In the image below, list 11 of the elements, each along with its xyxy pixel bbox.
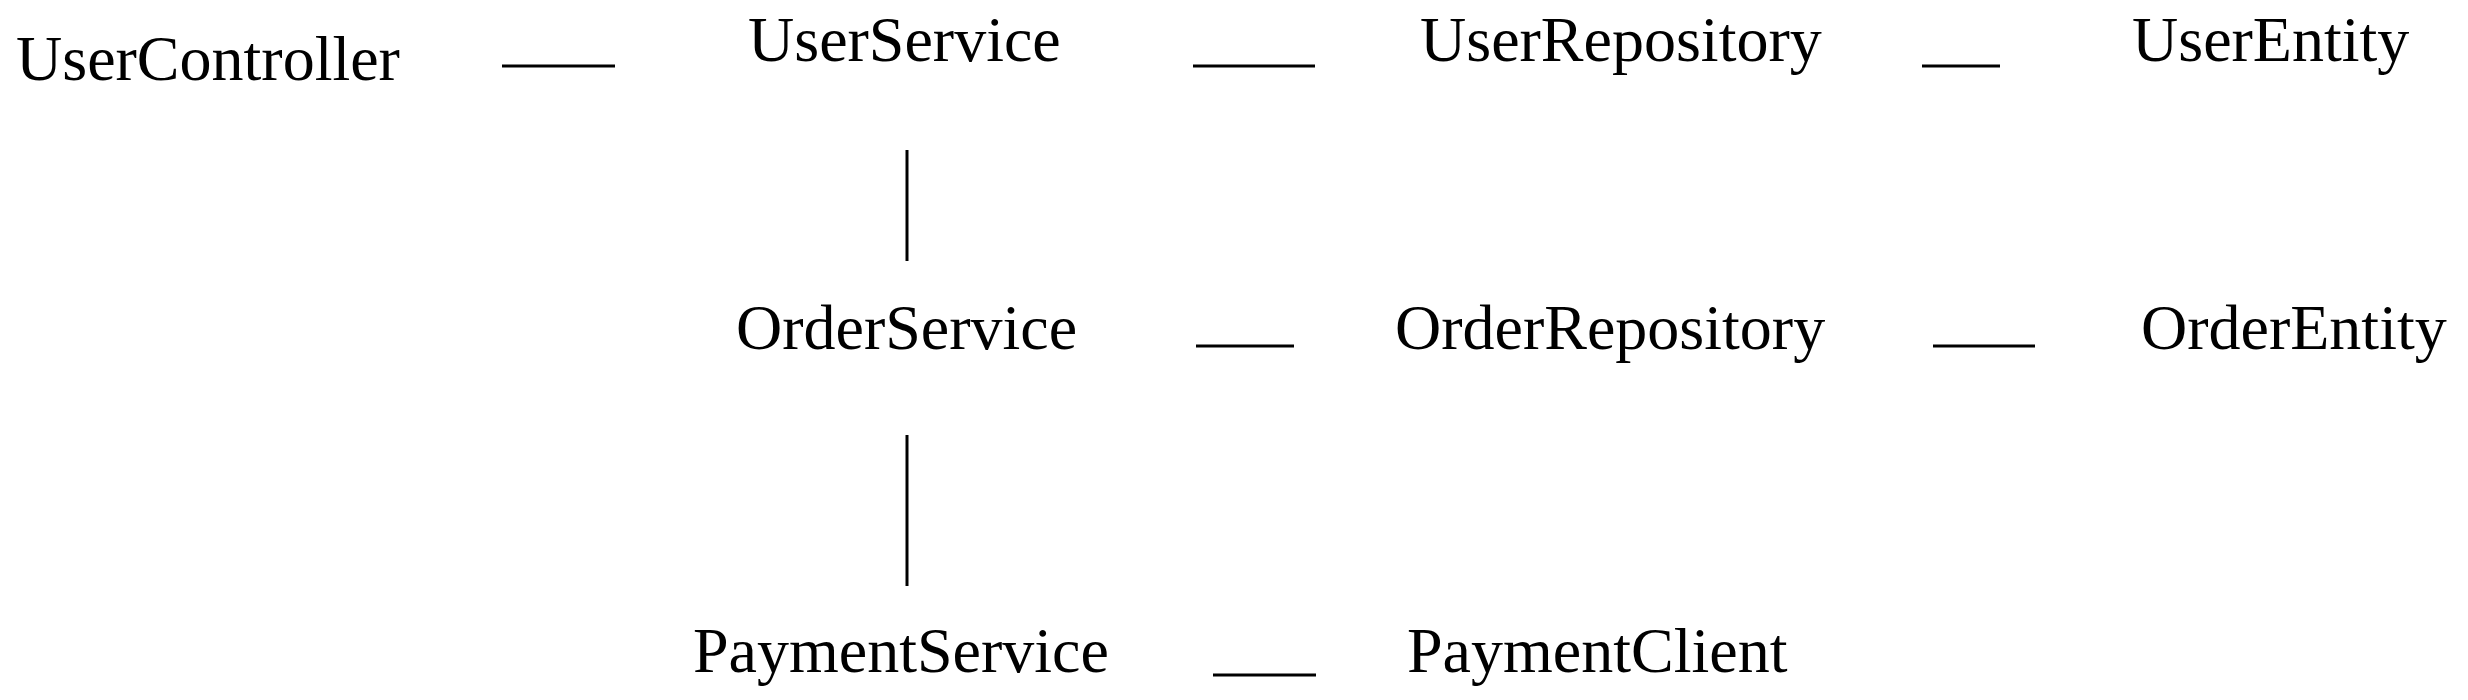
connector-line — [1922, 64, 2000, 68]
class-name: UserController — [16, 27, 400, 91]
connector-line — [905, 435, 909, 586]
class-name: OrderService — [736, 296, 1078, 360]
connector-line — [1213, 673, 1316, 677]
connector-line — [905, 150, 909, 261]
class-name: UserService — [748, 8, 1061, 72]
connector-line — [1933, 344, 2035, 348]
connector-line — [1193, 64, 1315, 68]
connector-line — [502, 64, 615, 68]
connector-line — [1196, 344, 1294, 348]
